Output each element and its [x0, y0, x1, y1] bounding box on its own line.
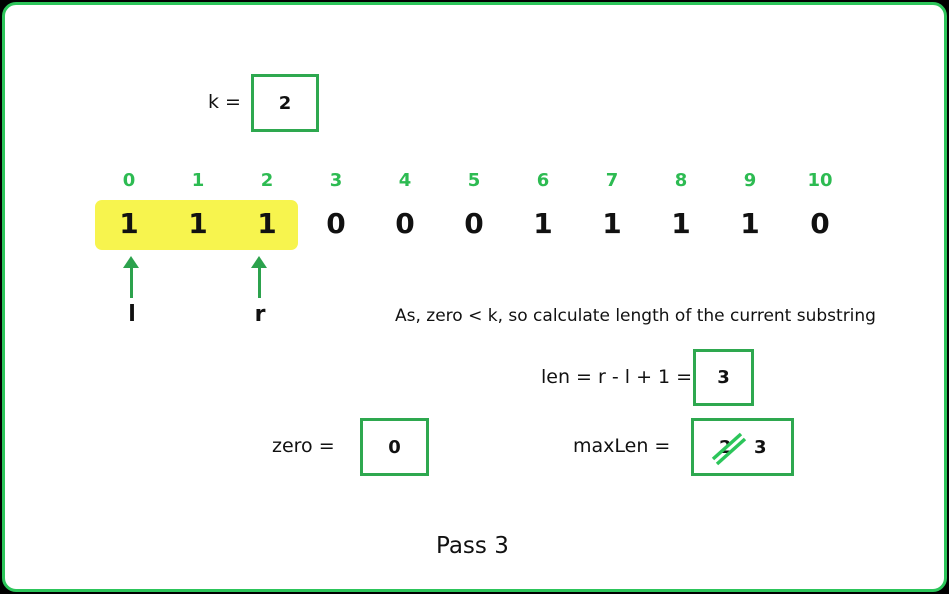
index-label: 3 [329, 170, 343, 191]
bit-value: 1 [533, 207, 553, 240]
index-label: 5 [467, 170, 481, 191]
index-label: 2 [260, 170, 274, 191]
maxlen-new-value: 3 [754, 437, 767, 458]
maxlen-value-box: 2 3 [691, 418, 794, 476]
bit-value: 1 [188, 207, 208, 240]
left-pointer-label: l [128, 302, 136, 327]
len-value: 3 [717, 367, 730, 388]
bit-value: 1 [119, 207, 139, 240]
bit-value: 1 [602, 207, 622, 240]
bit-value: 0 [395, 207, 415, 240]
bit-value: 1 [740, 207, 760, 240]
index-label: 4 [398, 170, 412, 191]
right-pointer-label: r [254, 302, 266, 327]
bit-value: 0 [326, 207, 346, 240]
right-pointer-arrow [251, 256, 267, 298]
bit-value: 0 [464, 207, 484, 240]
zero-value-box: 0 [360, 418, 429, 476]
index-label: 0 [122, 170, 136, 191]
pass-caption: Pass 3 [436, 533, 509, 559]
k-label: k = [208, 91, 241, 113]
bit-value: 0 [810, 207, 830, 240]
maxlen-label: maxLen = [573, 435, 671, 457]
len-formula-label: len = r - l + 1 = [541, 366, 693, 388]
condition-note: As, zero < k, so calculate length of the… [395, 306, 876, 326]
index-label: 1 [191, 170, 205, 191]
strikethrough-mark [711, 432, 747, 466]
index-label: 7 [605, 170, 619, 191]
k-value: 2 [278, 92, 292, 114]
index-label: 6 [536, 170, 550, 191]
zero-value: 0 [388, 436, 401, 458]
zero-label: zero = [272, 435, 335, 457]
k-value-box: 2 [251, 74, 319, 132]
bit-value: 1 [671, 207, 691, 240]
left-pointer-arrow [123, 256, 139, 298]
index-label: 8 [674, 170, 688, 191]
len-value-box: 3 [693, 349, 754, 406]
index-label: 9 [743, 170, 757, 191]
bit-value: 1 [257, 207, 277, 240]
index-label: 10 [807, 170, 833, 191]
window-highlight [95, 200, 298, 250]
